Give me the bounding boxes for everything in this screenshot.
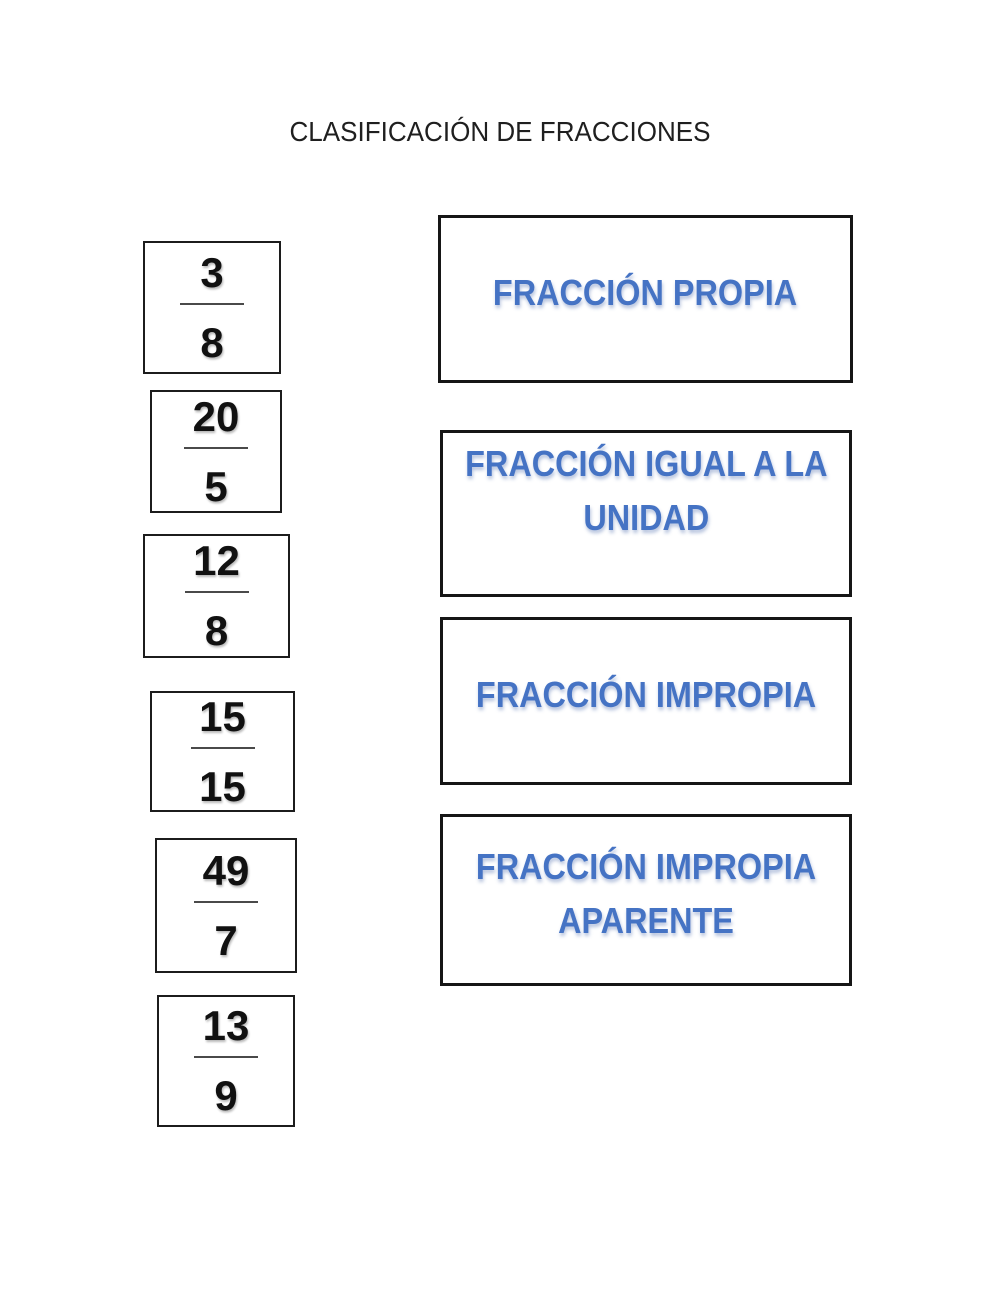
category-box-fraccion-igual-a-la-unidad[interactable]: FRACCIÓN IGUAL A LA UNIDAD	[440, 430, 852, 597]
fraction-denominator: 15	[199, 762, 246, 810]
fraction-bar	[184, 591, 249, 593]
fraction-denominator: 9	[214, 1072, 238, 1119]
fraction-bar	[180, 302, 244, 305]
fraction-card-49-7[interactable]: 49 7	[155, 838, 297, 973]
fraction-bar	[190, 746, 255, 749]
category-label: FRACCIÓN IMPROPIA APARENTE	[476, 840, 816, 948]
category-box-fraccion-impropia[interactable]: FRACCIÓN IMPROPIA	[440, 617, 852, 785]
fraction-numerator: 12	[193, 537, 240, 584]
category-line: FRACCIÓN IGUAL A LA	[464, 442, 828, 484]
fraction-card-12-8[interactable]: 12 8	[143, 534, 290, 658]
fraction-card-3-8[interactable]: 3 8	[143, 241, 281, 374]
fraction-card-20-5[interactable]: 20 5	[150, 390, 282, 513]
fraction-card-15-15[interactable]: 15 15	[150, 691, 295, 812]
page-title: CLASIFICACIÓN DE FRACCIONES	[289, 116, 711, 147]
category-line: UNIDAD	[583, 496, 709, 538]
category-line: FRACCIÓN IMPROPIA	[475, 674, 817, 715]
fraction-numerator: 3	[200, 248, 224, 296]
category-label: FRACCIÓN IGUAL A LA UNIDAD	[465, 437, 827, 545]
fraction-card-13-9[interactable]: 13 9	[157, 995, 295, 1127]
fraction-bar	[194, 900, 258, 903]
category-label: FRACCIÓN PROPIA	[493, 266, 797, 320]
fraction-denominator: 5	[204, 462, 228, 510]
fraction-numerator: 13	[202, 1002, 250, 1049]
category-line: FRACCIÓN IMPROPIA	[475, 846, 817, 887]
fraction-denominator: 7	[214, 916, 238, 964]
category-line: APARENTE	[558, 900, 734, 941]
fraction-bar	[184, 446, 248, 449]
category-box-fraccion-impropia-aparente[interactable]: FRACCIÓN IMPROPIA APARENTE	[440, 814, 852, 986]
category-label: FRACCIÓN IMPROPIA	[476, 668, 816, 722]
fraction-numerator: 49	[202, 846, 250, 894]
fraction-numerator: 15	[199, 692, 246, 740]
fraction-bar	[194, 1056, 258, 1058]
fraction-numerator: 20	[192, 392, 240, 440]
category-box-fraccion-propia[interactable]: FRACCIÓN PROPIA	[438, 215, 853, 383]
fraction-denominator: 8	[204, 607, 229, 654]
category-line: FRACCIÓN PROPIA	[493, 272, 798, 313]
fraction-denominator: 8	[200, 318, 224, 366]
